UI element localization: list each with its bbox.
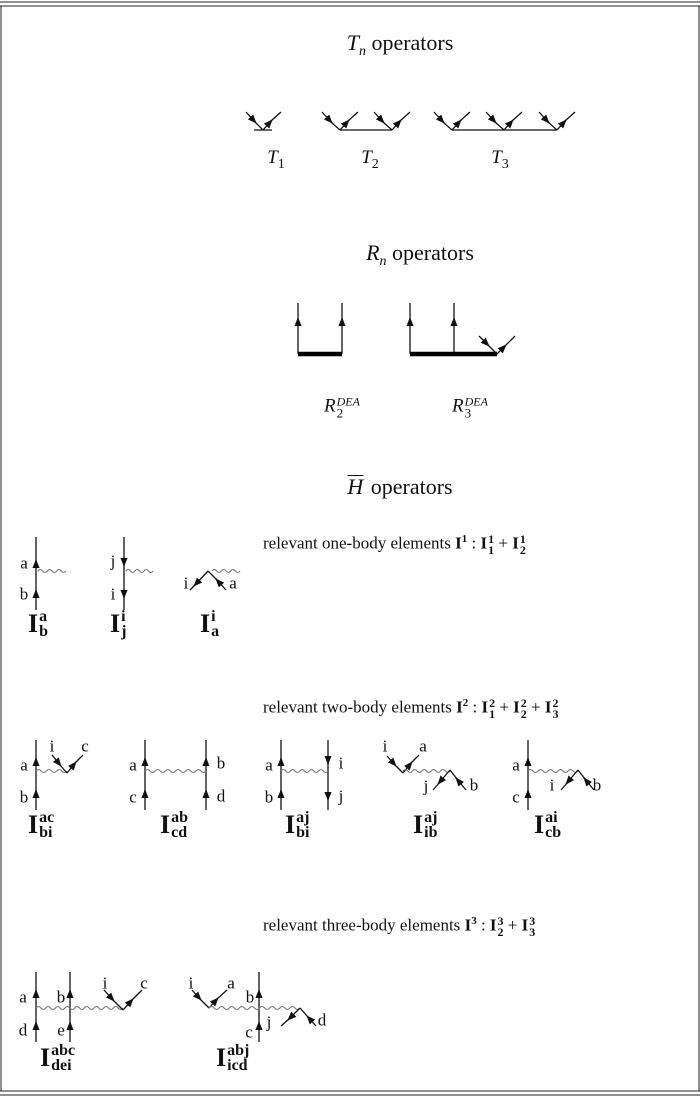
line-label: j [110, 551, 116, 571]
line-label: j [338, 786, 344, 806]
line-label: b [264, 787, 274, 807]
line-label: i [183, 573, 189, 593]
one-body-diagram-ab [32, 537, 67, 610]
t-operators-title: Tn operators [346, 30, 454, 59]
interaction-wavy-line [37, 568, 67, 574]
line-label: d [18, 1020, 28, 1040]
line-label: a [129, 755, 137, 775]
line-label: i [49, 736, 55, 756]
three-body-diagram-1 [32, 972, 143, 1042]
line-label: a [419, 736, 427, 756]
line-label: b [592, 775, 602, 795]
line-label: a [227, 973, 235, 993]
r-operators-title: Rn operators [366, 240, 474, 269]
two-body-diagram-3 [277, 740, 332, 810]
line-label: i [102, 973, 108, 993]
line-label: d [317, 1010, 327, 1030]
line-label: i [110, 584, 116, 604]
interaction-wavy-line [527, 768, 579, 774]
line-label: a [19, 987, 27, 1007]
line-label: b [19, 584, 29, 604]
two-body-diagram-5 [524, 740, 595, 810]
t2-diagram [321, 111, 411, 131]
interaction-wavy-line [35, 1005, 124, 1011]
two-body-diagram-1 [32, 740, 84, 810]
interaction-wavy-line [35, 768, 68, 774]
line-label: b [56, 987, 66, 1007]
one-body-diagram-ia [189, 568, 241, 591]
line-label: e [57, 1020, 65, 1040]
h-operators-title: H operators [347, 474, 453, 499]
r3-diagram [406, 303, 516, 357]
line-label: i [338, 753, 344, 773]
line-label: a [512, 755, 520, 775]
interaction-wavy-line [208, 1005, 301, 1011]
t3-diagram [433, 111, 576, 131]
t1-label: T1 [267, 147, 285, 172]
line-label: d [216, 786, 226, 806]
interaction-wavy-line [402, 768, 451, 774]
t1-diagram [245, 111, 282, 131]
line-label: a [20, 755, 28, 775]
line-label: i [382, 736, 388, 756]
line-label: i [188, 973, 194, 993]
line-label: b [19, 787, 29, 807]
line-label: j [423, 776, 429, 796]
line-label: b [469, 775, 479, 795]
line-label: b [245, 987, 255, 1007]
line-label: c [81, 736, 89, 756]
two-body-diagram-4 [386, 754, 467, 791]
line-label: a [229, 573, 237, 593]
r2-diagram [294, 303, 346, 357]
interaction-wavy-line [125, 568, 154, 574]
line-label: c [129, 787, 137, 807]
t2-label: T2 [361, 147, 379, 172]
line-label: i [549, 775, 555, 795]
line-label: c [245, 1022, 253, 1042]
line-label: c [140, 973, 148, 993]
interaction-wavy-line [144, 768, 207, 774]
line-label: a [20, 553, 28, 573]
one-body-diagram-ij [120, 537, 154, 610]
two-body-diagram-2 [141, 740, 210, 810]
line-label: a [265, 755, 273, 775]
interaction-wavy-line [211, 568, 241, 574]
line-label: b [216, 753, 226, 773]
line-label: j [266, 1012, 272, 1032]
line-label: c [512, 787, 520, 807]
three-body-diagram-2 [191, 972, 317, 1042]
t3-label: T3 [491, 147, 509, 172]
interaction-wavy-line [280, 768, 329, 774]
